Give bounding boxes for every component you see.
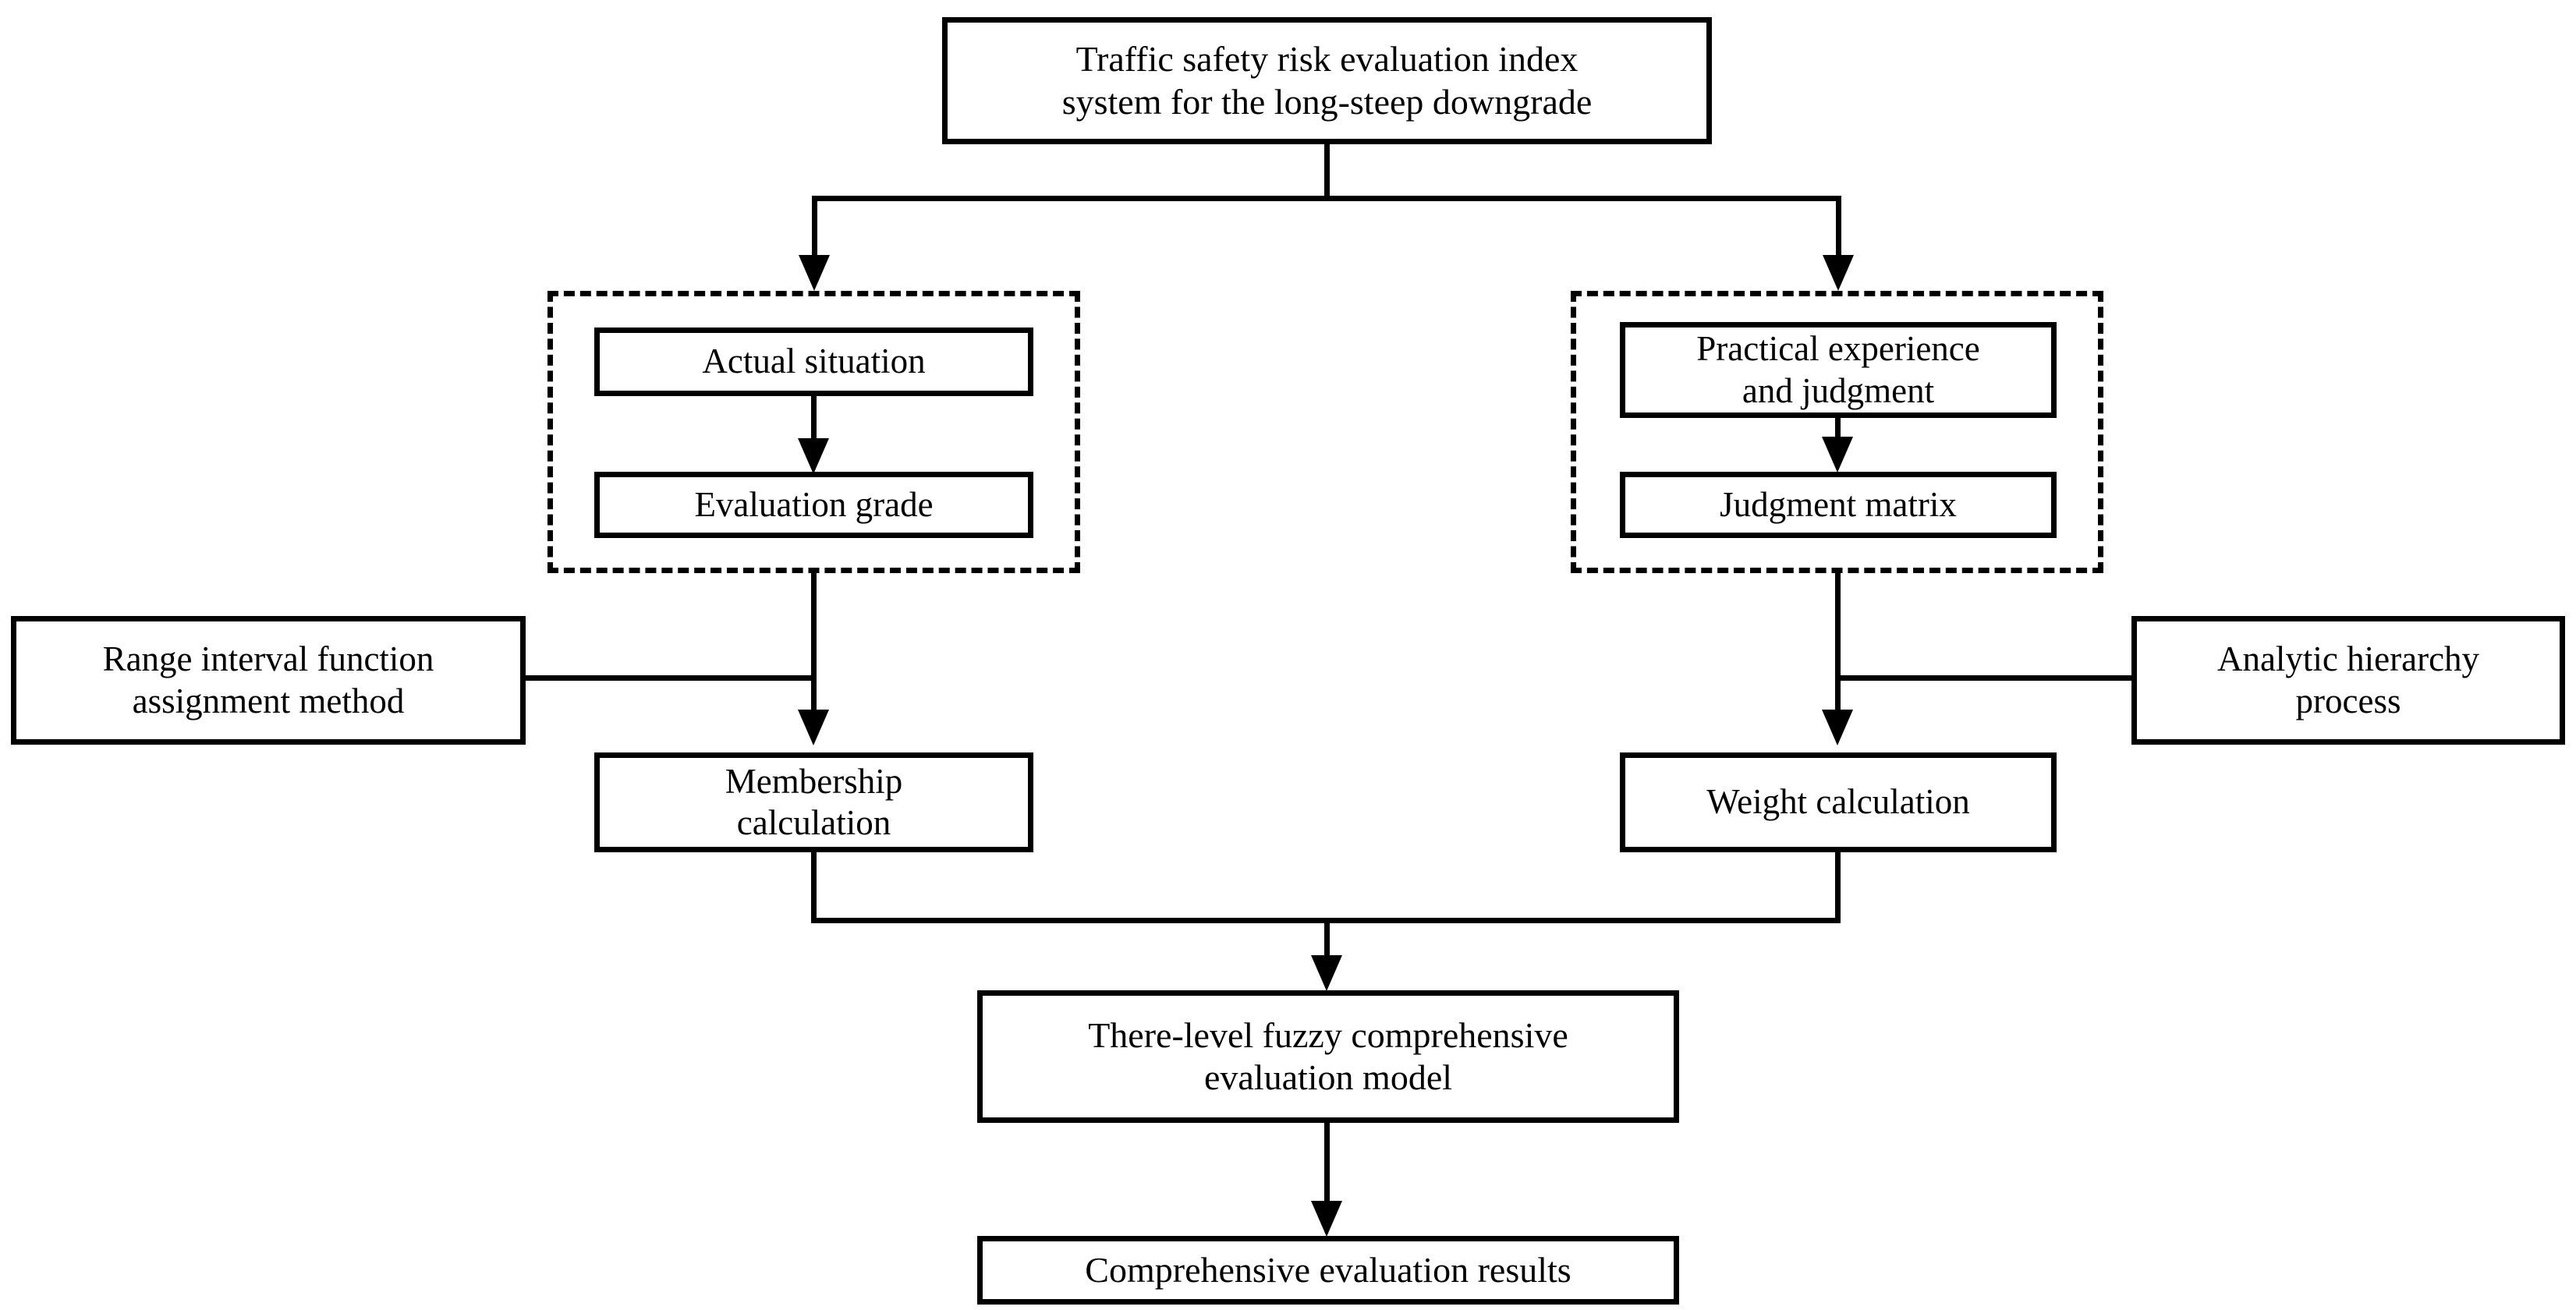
node-actual-situation[interactable]: Actual situation [594, 328, 1033, 396]
node-analytic-hierarchy-process[interactable]: Analytic hierarchy process [2131, 616, 2565, 745]
arrowhead-to-weight-calculation [1822, 710, 1853, 745]
node-range-interval-function-assignment-method-label: Range interval function assignment metho… [102, 639, 434, 720]
node-title-evaluation-index-system-label: Traffic safety risk evaluation index sys… [1061, 39, 1593, 122]
node-comprehensive-evaluation-results-label: Comprehensive evaluation results [1085, 1249, 1571, 1290]
node-range-interval-function-assignment-method[interactable]: Range interval function assignment metho… [11, 616, 526, 745]
connector-merge-stem [1324, 918, 1330, 958]
dashed-group-practical-experience [1571, 291, 2103, 573]
connector-right-group-to-weight [1835, 573, 1841, 713]
node-three-level-fuzzy-model[interactable]: There-level fuzzy comprehensive evaluati… [977, 990, 1679, 1123]
connector-split-left-drop [812, 196, 817, 257]
node-analytic-hierarchy-process-label: Analytic hierarchy process [2216, 639, 2480, 720]
node-evaluation-grade-label: Evaluation grade [694, 484, 934, 524]
node-membership-calculation[interactable]: Membership calculation [594, 752, 1033, 852]
node-weight-calculation-label: Weight calculation [1706, 782, 1970, 822]
node-actual-situation-label: Actual situation [702, 342, 926, 381]
node-judgment-matrix[interactable]: Judgment matrix [1620, 472, 2057, 538]
node-title-evaluation-index-system[interactable]: Traffic safety risk evaluation index sys… [942, 17, 1712, 144]
arrowhead-to-right-group [1823, 255, 1854, 291]
node-practical-experience-judgment-label: Practical experience and judgment [1696, 329, 1980, 410]
node-comprehensive-evaluation-results[interactable]: Comprehensive evaluation results [977, 1236, 1679, 1305]
node-evaluation-grade[interactable]: Evaluation grade [594, 472, 1033, 538]
connector-membership-down [811, 852, 817, 923]
node-judgment-matrix-label: Judgment matrix [1720, 484, 1957, 524]
arrowhead-to-results [1311, 1201, 1342, 1237]
connector-range-method-to-membership [521, 675, 816, 681]
node-practical-experience-judgment[interactable]: Practical experience and judgment [1620, 322, 2057, 418]
connector-split-bar [812, 196, 1841, 201]
node-three-level-fuzzy-model-label: There-level fuzzy comprehensive evaluati… [1088, 1014, 1568, 1097]
dashed-group-actual-situation [547, 291, 1080, 573]
connector-model-to-results [1324, 1123, 1330, 1205]
arrowhead-to-evaluation-grade [798, 438, 829, 474]
connector-experience-to-matrix [1835, 418, 1841, 444]
arrowhead-to-membership-calculation [798, 710, 829, 745]
arrowhead-to-fuzzy-model [1311, 955, 1342, 991]
node-weight-calculation[interactable]: Weight calculation [1620, 752, 2057, 852]
arrowhead-to-judgment-matrix [1822, 437, 1853, 473]
node-membership-calculation-label: Membership calculation [725, 761, 903, 842]
connector-actual-to-grade [811, 396, 817, 441]
connector-title-stem [1324, 144, 1330, 200]
connector-left-group-to-membership [811, 573, 817, 713]
connector-ahp-to-weight [1835, 675, 2136, 681]
arrowhead-to-left-group [799, 255, 830, 291]
connector-split-right-drop [1836, 196, 1841, 257]
connector-weight-down [1835, 852, 1841, 923]
